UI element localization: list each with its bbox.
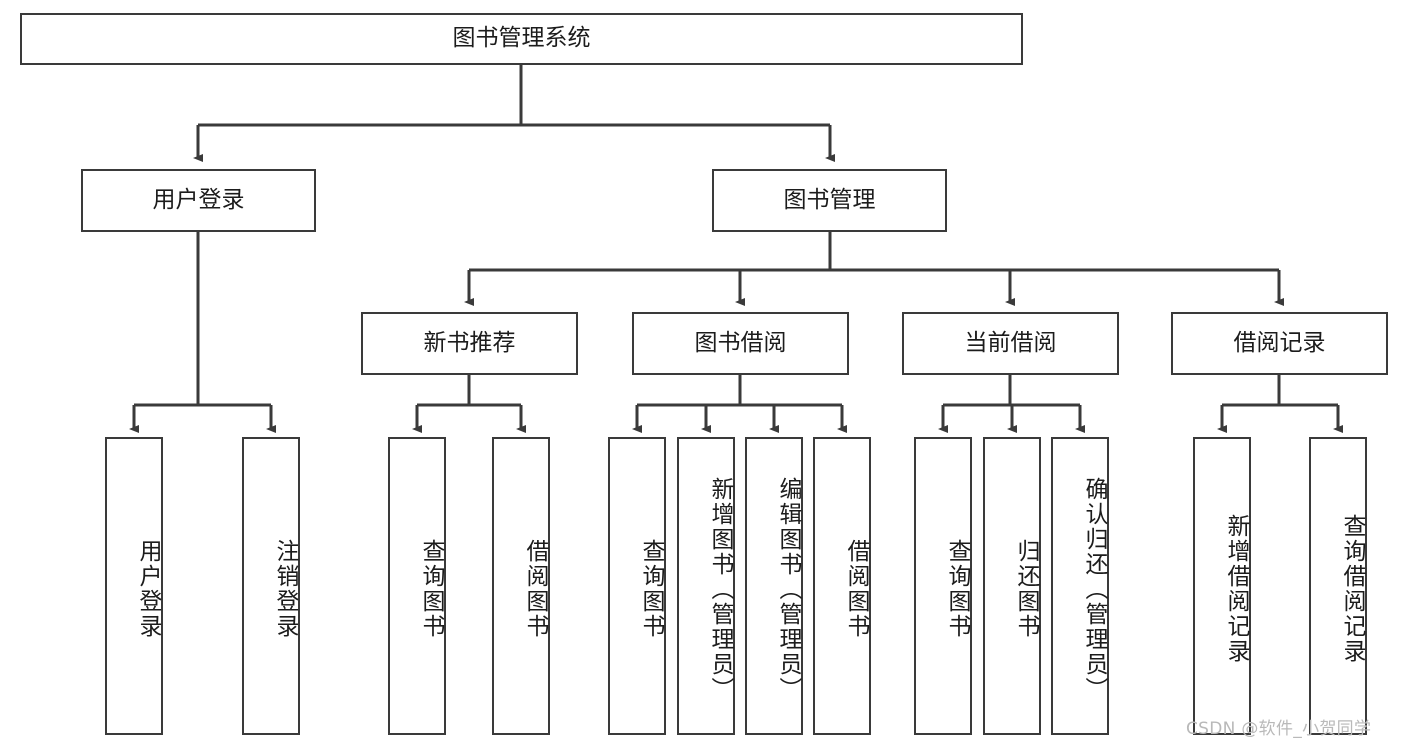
node-label: 借阅记录 bbox=[1233, 329, 1326, 356]
node-label: 用户登录 bbox=[135, 539, 161, 639]
node-label: 注销登录 bbox=[272, 539, 298, 639]
node-label: 新增借阅记录 bbox=[1223, 514, 1249, 664]
node-label: 归还图书 bbox=[1013, 539, 1039, 639]
node-label: 查询图书 bbox=[944, 539, 970, 639]
leaf-book-borrow-borrow[interactable]: 借阅图书 bbox=[813, 437, 871, 735]
node-book-management-system[interactable]: 图书管理系统 bbox=[20, 13, 1023, 65]
node-label: 借阅图书 bbox=[522, 539, 548, 639]
node-current-borrow[interactable]: 当前借阅 bbox=[902, 312, 1119, 375]
node-label: 图书管理 bbox=[783, 186, 876, 213]
watermark-text: CSDN @软件_小贺同学 bbox=[1186, 719, 1372, 739]
leaf-borrow-record-query[interactable]: 查询借阅记录 bbox=[1309, 437, 1367, 735]
node-label: 查询图书 bbox=[638, 539, 664, 639]
leaf-book-borrow-edit[interactable]: 编辑图书（管理员） bbox=[745, 437, 803, 735]
node-label: 借阅图书 bbox=[843, 539, 869, 639]
node-label: 图书借阅 bbox=[694, 329, 787, 356]
node-label: 当前借阅 bbox=[964, 329, 1057, 356]
node-label: 新增图书（管理员） bbox=[707, 476, 733, 702]
node-label: 确认归还（管理员） bbox=[1081, 476, 1107, 702]
node-user-login[interactable]: 用户登录 bbox=[81, 169, 316, 232]
node-label: 用户登录 bbox=[152, 186, 245, 213]
leaf-current-borrow-confirm-return[interactable]: 确认归还（管理员） bbox=[1051, 437, 1109, 735]
node-label: 查询借阅记录 bbox=[1339, 514, 1365, 664]
leaf-book-borrow-query[interactable]: 查询图书 bbox=[608, 437, 666, 735]
node-new-book-recommend[interactable]: 新书推荐 bbox=[361, 312, 578, 375]
node-label: 图书管理系统 bbox=[452, 25, 591, 52]
leaf-new-book-borrow[interactable]: 借阅图书 bbox=[492, 437, 550, 735]
node-book-borrow[interactable]: 图书借阅 bbox=[632, 312, 849, 375]
leaf-user-login-login[interactable]: 用户登录 bbox=[105, 437, 163, 735]
leaf-current-borrow-query[interactable]: 查询图书 bbox=[914, 437, 972, 735]
node-borrow-record[interactable]: 借阅记录 bbox=[1171, 312, 1388, 375]
leaf-borrow-record-add[interactable]: 新增借阅记录 bbox=[1193, 437, 1251, 735]
node-label: 编辑图书（管理员） bbox=[775, 476, 801, 702]
node-book-management[interactable]: 图书管理 bbox=[712, 169, 947, 232]
leaf-current-borrow-return[interactable]: 归还图书 bbox=[983, 437, 1041, 735]
leaf-new-book-query[interactable]: 查询图书 bbox=[388, 437, 446, 735]
node-label: 新书推荐 bbox=[423, 329, 516, 356]
leaf-book-borrow-add[interactable]: 新增图书（管理员） bbox=[677, 437, 735, 735]
leaf-user-login-logout[interactable]: 注销登录 bbox=[242, 437, 300, 735]
node-label: 查询图书 bbox=[418, 539, 444, 639]
